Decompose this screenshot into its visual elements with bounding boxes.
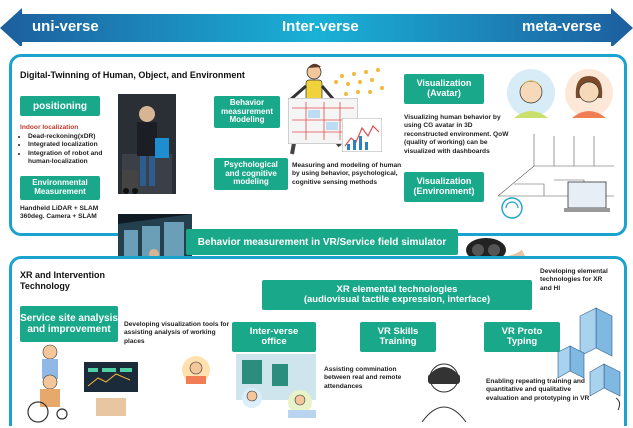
vis-env-l1: Visualization bbox=[416, 176, 472, 187]
indoor-localization-item: Integrated localization bbox=[28, 141, 120, 149]
vis-env-l2: (Environment) bbox=[413, 186, 475, 196]
uni-verse-label: uni-verse bbox=[32, 18, 99, 35]
env-text-1: Handheld LiDAR + SLAM bbox=[20, 205, 99, 212]
env-line2: Measurement bbox=[34, 187, 86, 196]
indoor-localization-list: Dead-reckoning(xDR)Integrated localizati… bbox=[20, 133, 120, 167]
service-l2: and improvement bbox=[27, 324, 111, 335]
indoor-localization-item: Integration of robot and human-localizat… bbox=[28, 150, 120, 167]
xr-elemental-box: XR elemental technologies (audiovisual t… bbox=[262, 280, 532, 310]
interverse-office-box: Inter-verse office bbox=[232, 322, 316, 352]
environmental-measurement-box: Environmental Measurement bbox=[20, 176, 100, 200]
service-text: Developing visualization tools for assis… bbox=[124, 321, 230, 345]
avatar-woman-icon bbox=[565, 69, 613, 118]
service-l1: Service site analysis bbox=[20, 313, 118, 324]
office-l2: office bbox=[261, 336, 287, 347]
behavior-l3: Modeling bbox=[229, 115, 265, 125]
visualization-text: Visualizing human behavior by using CG a… bbox=[404, 114, 509, 155]
proto-l2: Typing bbox=[506, 336, 538, 347]
env-line1: Environmental bbox=[32, 178, 88, 188]
visualization-environment-box: Visualization (Environment) bbox=[404, 172, 484, 202]
vis-avatar-l2: (Avatar) bbox=[427, 88, 461, 98]
behavior-measurement-box: Behavior measurement Modeling bbox=[214, 96, 280, 128]
xr-title-l1: XR and Intervention bbox=[20, 270, 106, 280]
chart-illustration bbox=[342, 118, 382, 152]
psych-l3: modeling bbox=[233, 177, 269, 187]
vr-simulator-banner: Behavior measurement in VR/Service field… bbox=[186, 229, 458, 255]
positioning-box: positioning bbox=[20, 96, 100, 116]
office-text: Assisting commination between real and r… bbox=[324, 366, 402, 390]
skills-l2: Training bbox=[379, 336, 417, 347]
psychological-text: Measuring and modeling of human by using… bbox=[292, 162, 402, 186]
wheelchair-illustration bbox=[27, 344, 68, 423]
positioning-label: positioning bbox=[33, 100, 87, 112]
xr-l2: (audiovisual tactile expression, interfa… bbox=[303, 294, 491, 305]
dashboard-illustration bbox=[84, 362, 138, 416]
footprint-dots bbox=[334, 68, 384, 96]
xr-intervention-title: XR and Intervention Technology bbox=[20, 270, 105, 292]
vr-headset-person-illustration bbox=[421, 363, 467, 422]
visualization-avatar-box: Visualization (Avatar) bbox=[404, 74, 484, 104]
prototyping-text: Enabling repeating training and quantita… bbox=[486, 378, 590, 402]
behavior-l2: measurement bbox=[220, 106, 274, 116]
office-l1: Inter-verse bbox=[249, 325, 299, 337]
environment-sketch bbox=[497, 134, 614, 219]
vr-prototyping-box: VR Proto Typing bbox=[484, 322, 560, 352]
service-site-box: Service site analysis and improvement bbox=[20, 306, 118, 342]
xr-title-l2: Technology bbox=[20, 281, 70, 291]
office-illustration bbox=[182, 354, 316, 418]
meta-verse-label: meta-verse bbox=[522, 18, 602, 35]
robot-person-photo bbox=[118, 94, 176, 194]
proto-l1: VR Proto bbox=[501, 325, 543, 337]
psych-l1: Psychological bbox=[224, 159, 278, 169]
isometric-buildings-illustration bbox=[557, 307, 621, 411]
indoor-localization-title: Indoor localization bbox=[20, 124, 79, 131]
vr-skills-training-box: VR Skills Training bbox=[360, 322, 436, 352]
skills-l1: VR Skills bbox=[377, 325, 419, 337]
xr-l1: XR elemental technologies bbox=[336, 283, 458, 295]
psychological-modeling-box: Psychological and cognitive modeling bbox=[214, 158, 288, 190]
avatar-man-icon bbox=[507, 69, 555, 118]
banner-label: Behavior measurement in VR/Service field… bbox=[197, 236, 447, 248]
universe-arrow bbox=[0, 8, 633, 46]
digital-twin-title: Digital-Twinning of Human, Object, and E… bbox=[20, 70, 245, 80]
psych-l2: and cognitive bbox=[225, 168, 277, 178]
vis-avatar-l1: Visualization bbox=[416, 78, 472, 89]
env-text-2: 360deg. Camera + SLAM bbox=[20, 213, 97, 220]
behavior-l1: Behavior bbox=[229, 97, 265, 107]
indoor-localization-item: Dead-reckoning(xDR) bbox=[28, 133, 120, 141]
develop-text: Developing elemental technologies for XR… bbox=[540, 268, 608, 292]
inter-verse-label: Inter-verse bbox=[282, 18, 359, 35]
